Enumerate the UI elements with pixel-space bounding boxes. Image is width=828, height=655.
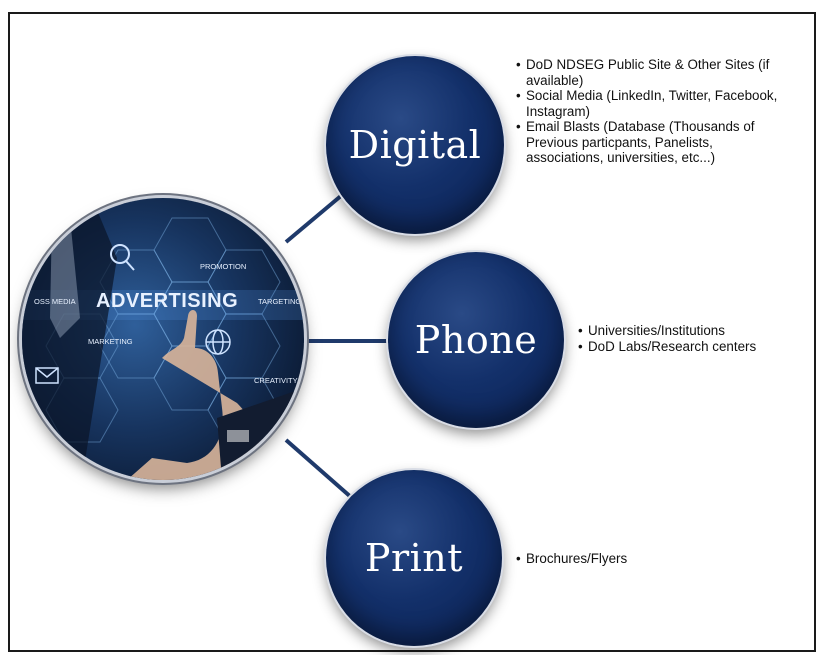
hub-artwork xyxy=(22,198,304,480)
digital-label: Digital xyxy=(348,123,482,167)
digital-bullet-list: DoD NDSEG Public Site & Other Sites (if … xyxy=(516,57,778,166)
hub-tag-cross-media: OSS MEDIA xyxy=(34,297,76,306)
magnifier-icon xyxy=(110,244,135,271)
phone-label: Phone xyxy=(414,318,538,362)
phone-bubble: Phone xyxy=(388,252,564,428)
print-label: Print xyxy=(364,536,464,580)
list-item: Universities/Institutions xyxy=(578,323,808,339)
digital-bubble: Digital xyxy=(326,56,504,234)
hub-tag-creativity: CREATIVITY xyxy=(254,376,298,385)
list-item: Brochures/Flyers xyxy=(516,551,716,567)
print-bullet-list: Brochures/Flyers xyxy=(516,551,716,567)
hub-main-word: ADVERTISING xyxy=(96,290,239,312)
envelope-icon xyxy=(35,367,59,384)
hub-tag-marketing: MARKETING xyxy=(88,337,133,346)
list-item: DoD NDSEG Public Site & Other Sites (if … xyxy=(516,57,778,88)
print-bubble: Print xyxy=(326,470,502,646)
list-item: DoD Labs/Research centers xyxy=(578,339,808,355)
phone-bullet-list: Universities/Institutions DoD Labs/Resea… xyxy=(578,323,808,354)
list-item: Social Media (LinkedIn, Twitter, Faceboo… xyxy=(516,88,778,119)
globe-icon xyxy=(205,329,231,355)
advertising-hub-image: ADVERTISING PROMOTION TARGETING MARKETIN… xyxy=(22,198,304,480)
hub-tag-targeting: TARGETING xyxy=(258,297,302,306)
list-item: Email Blasts (Database (Thousands of Pre… xyxy=(516,119,778,166)
connector-digital xyxy=(284,188,350,244)
hub-tag-promotion: PROMOTION xyxy=(200,262,247,271)
